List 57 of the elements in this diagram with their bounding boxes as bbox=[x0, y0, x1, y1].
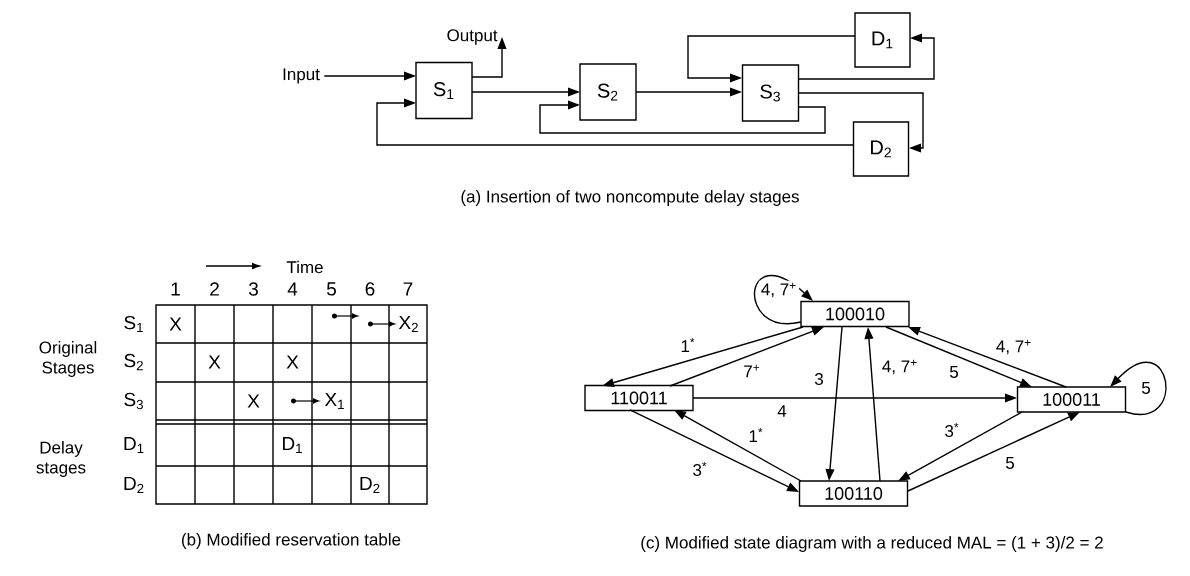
figure-caption: (b) Modified reservation table bbox=[182, 533, 401, 549]
stage-box: S$_{3}$ bbox=[741, 64, 800, 122]
row-label: D$_{2}$ bbox=[124, 476, 144, 494]
arrow bbox=[798, 33, 935, 80]
edge-label: 3$^{*}$ bbox=[942, 421, 962, 439]
edge-label: 3 bbox=[812, 370, 826, 387]
signal-label: Output bbox=[447, 29, 498, 45]
stage-box: S$_{1}$ bbox=[415, 61, 473, 120]
column-number: 4 bbox=[287, 282, 298, 296]
edge-label: 4 bbox=[775, 403, 789, 419]
figure-caption: (c) Modified state diagram with a reduced MAL = (1 + 3)/2 = 2 bbox=[641, 536, 1103, 552]
table-entry: X bbox=[169, 317, 182, 331]
edge-label: 1$^{*}$ bbox=[746, 426, 766, 444]
column-number: 1 bbox=[171, 282, 180, 296]
arrow bbox=[1110, 362, 1167, 416]
group-label: Delay stages bbox=[36, 441, 86, 477]
table-entry: D$_{1}$ bbox=[283, 436, 302, 453]
state-box: 110011 bbox=[584, 384, 694, 412]
table-entry: X bbox=[247, 394, 260, 408]
edge-label: 7$^{+}$ bbox=[741, 362, 763, 380]
stage-box: S$_{2}$ bbox=[579, 63, 637, 121]
figure-caption: (a) Insertion of two noncompute delay stages bbox=[461, 190, 799, 206]
arrow bbox=[798, 92, 924, 153]
arrow bbox=[687, 35, 856, 83]
edge-label: 4, 7$^{+}$ bbox=[993, 337, 1035, 357]
arrow bbox=[376, 98, 854, 146]
edge-label: 1$^{*}$ bbox=[678, 336, 698, 354]
column-number: 7 bbox=[403, 282, 413, 296]
column-number: 6 bbox=[365, 282, 375, 296]
edge-label: 5 bbox=[1003, 455, 1017, 471]
edge-label: 4, 7$^{+}$ bbox=[758, 280, 800, 300]
column-number: 3 bbox=[248, 282, 258, 296]
row-label: S$_{2}$ bbox=[124, 353, 143, 371]
delay-box: D$_{2}$ bbox=[852, 121, 910, 177]
column-number: 2 bbox=[210, 282, 219, 296]
edge-label: 3$^{*}$ bbox=[690, 460, 710, 478]
table-entry: D$_{2}$ bbox=[360, 476, 380, 494]
table-entry: X bbox=[208, 355, 221, 369]
state-box: 100010 bbox=[800, 300, 910, 328]
table-entry: X$_{2}$ bbox=[398, 315, 418, 333]
edge-label: 4, 7$^{+}$ bbox=[879, 357, 921, 377]
axis-title: Time bbox=[286, 260, 323, 274]
group-label: Original Stages bbox=[39, 341, 97, 377]
arrow bbox=[539, 100, 826, 134]
signal-label: Input bbox=[283, 68, 320, 84]
row-label: S$_{3}$ bbox=[124, 392, 143, 410]
column-number: 5 bbox=[326, 282, 336, 296]
edge-label: 5 bbox=[947, 364, 961, 380]
edge-label: 5 bbox=[1139, 380, 1153, 396]
table-entry: X bbox=[286, 355, 299, 369]
row-label: D$_{1}$ bbox=[124, 436, 144, 453]
table-entry: X$_{1}$ bbox=[324, 392, 344, 409]
delay-box: D$_{1}$ bbox=[854, 12, 911, 68]
state-box: 100011 bbox=[1016, 386, 1127, 413]
arrow bbox=[753, 275, 813, 325]
row-label: S$_{1}$ bbox=[124, 315, 143, 333]
state-box: 100110 bbox=[798, 480, 909, 507]
